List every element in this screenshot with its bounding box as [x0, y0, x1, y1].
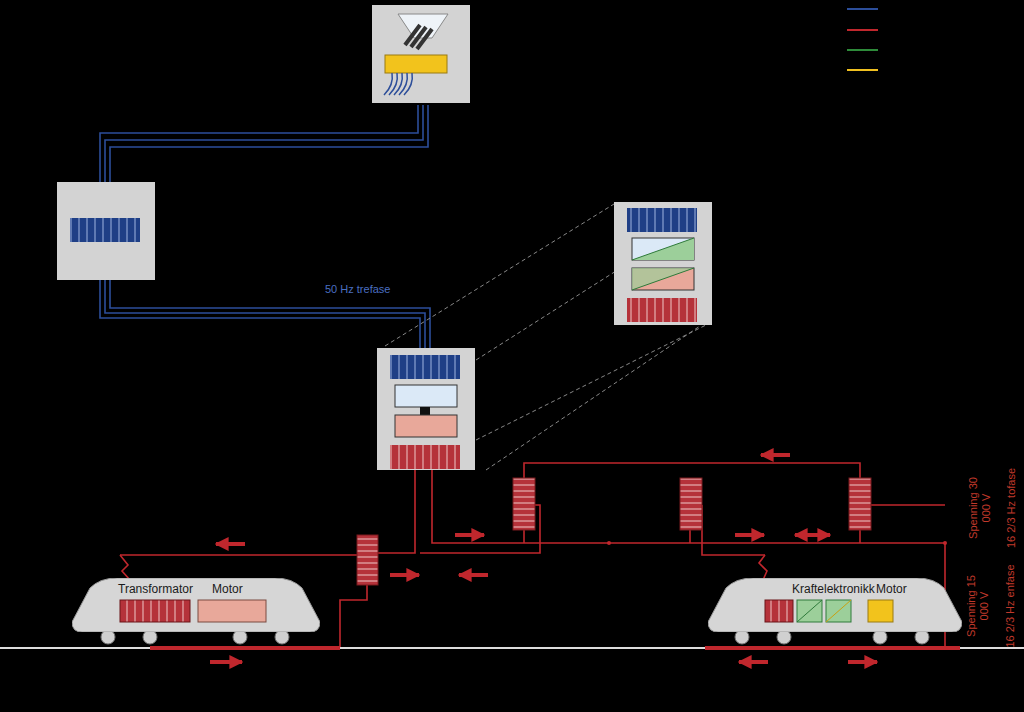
power-plant	[372, 5, 470, 103]
legend-lines	[847, 9, 878, 70]
transformer-station	[57, 182, 155, 280]
train-body	[72, 578, 320, 632]
frequency-label: 50 Hz trefase	[325, 283, 390, 296]
converter-detail	[614, 202, 712, 325]
railway-network	[120, 463, 945, 648]
train-component-label: Kraftelektronikk	[792, 582, 875, 596]
frequency-label: 16 2/3 Hz tofase	[1005, 468, 1018, 548]
converter-station	[377, 348, 475, 470]
voltage-label: Spenning 30 000 V	[967, 477, 993, 539]
dot-junctions	[607, 541, 947, 545]
return-rail	[150, 646, 960, 650]
train-component-label: Motor	[876, 582, 907, 596]
wheels	[101, 630, 929, 644]
electric-train: KraftelektronikkMotor	[708, 578, 962, 632]
voltage-label: Spenning 15 000 V	[965, 575, 991, 637]
rail	[0, 647, 1024, 649]
train-component-label: Motor	[212, 582, 243, 596]
substation-transformers	[357, 478, 871, 585]
frequency-label: 16 2/3 Hz enfase	[1004, 564, 1017, 647]
projection-lines	[385, 204, 712, 470]
electric-train: Transformator Motor	[72, 578, 320, 632]
train-component-label: Transformator	[118, 582, 193, 596]
